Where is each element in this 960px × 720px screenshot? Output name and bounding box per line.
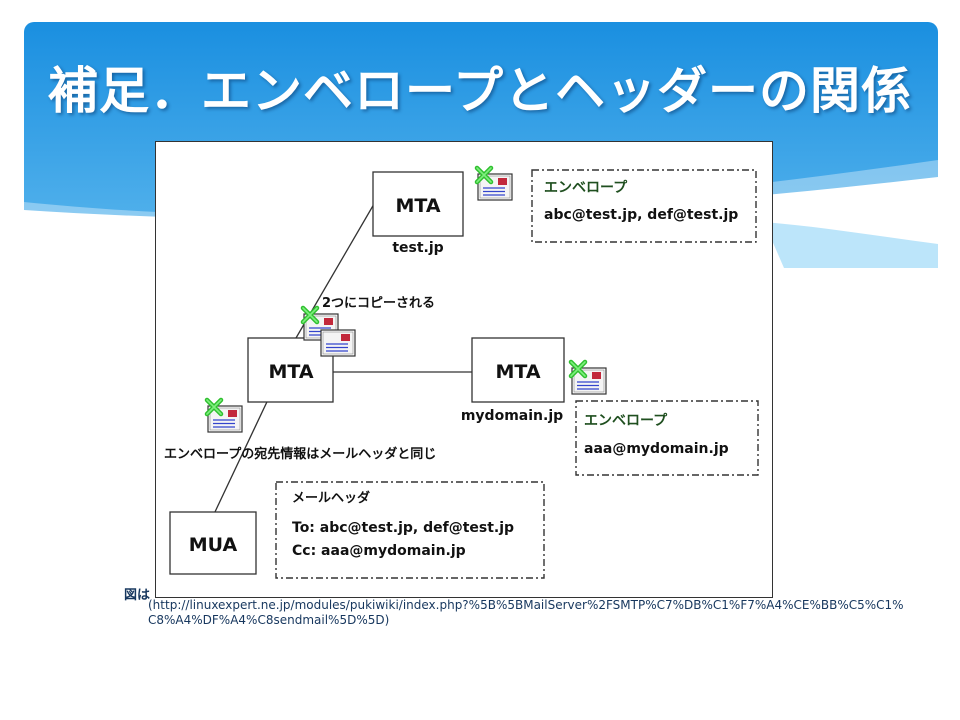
mail-header-title: メールヘッダ [292, 490, 370, 506]
diagram-canvas: MTA test.jp MTA MTA mydomain.jp MUA 2つにコ… [164, 142, 759, 579]
mta-top-node: MTA test.jp [372, 171, 464, 256]
mta-right-label: MTA [495, 361, 540, 383]
mua-label: MUA [189, 534, 238, 556]
mua-node: MUA [169, 511, 257, 575]
mta-right-host: mydomain.jp [461, 408, 563, 424]
envelope-icon-top [477, 168, 513, 201]
mail-flow-diagram: MTA test.jp MTA MTA mydomain.jp MUA 2つにコ… [155, 141, 773, 598]
envelope-icon-copy-2 [320, 329, 356, 357]
envelope-note: エンベロープの宛先情報はメールヘッダと同じ [164, 446, 436, 462]
mta-top-host: test.jp [392, 240, 443, 256]
mta-top-label: MTA [395, 195, 440, 217]
envelope-icon-mua [207, 400, 243, 433]
envelope-box-right: エンベロープ aaa@mydomain.jp [575, 400, 759, 476]
mta-right-node: MTA mydomain.jp [461, 337, 565, 424]
mail-header-to: To: abc@test.jp, def@test.jp [292, 520, 514, 536]
envelope-icon-right [571, 362, 607, 395]
mta-mid-node: MTA [247, 337, 334, 403]
mta-mid-label: MTA [268, 361, 313, 383]
envelope-right-addresses: aaa@mydomain.jp [584, 441, 729, 457]
envelope-top-title: エンベロープ [544, 180, 628, 196]
mail-header-box: メールヘッダ To: abc@test.jp, def@test.jp Cc: … [275, 481, 545, 579]
caption-source-url[interactable]: (http://linuxexpert.ne.jp/modules/pukiwi… [148, 598, 904, 627]
envelope-right-title: エンベロープ [584, 413, 668, 429]
envelope-box-top: エンベロープ abc@test.jp, def@test.jp [531, 169, 757, 243]
slide-title: 補足．エンベロープとヘッダーの関係 [48, 62, 912, 120]
copy-note: 2つにコピーされる [322, 296, 435, 311]
envelope-top-addresses: abc@test.jp, def@test.jp [544, 207, 738, 223]
mail-header-cc: Cc: aaa@mydomain.jp [292, 543, 466, 559]
caption-prefix: 図は [124, 588, 151, 603]
